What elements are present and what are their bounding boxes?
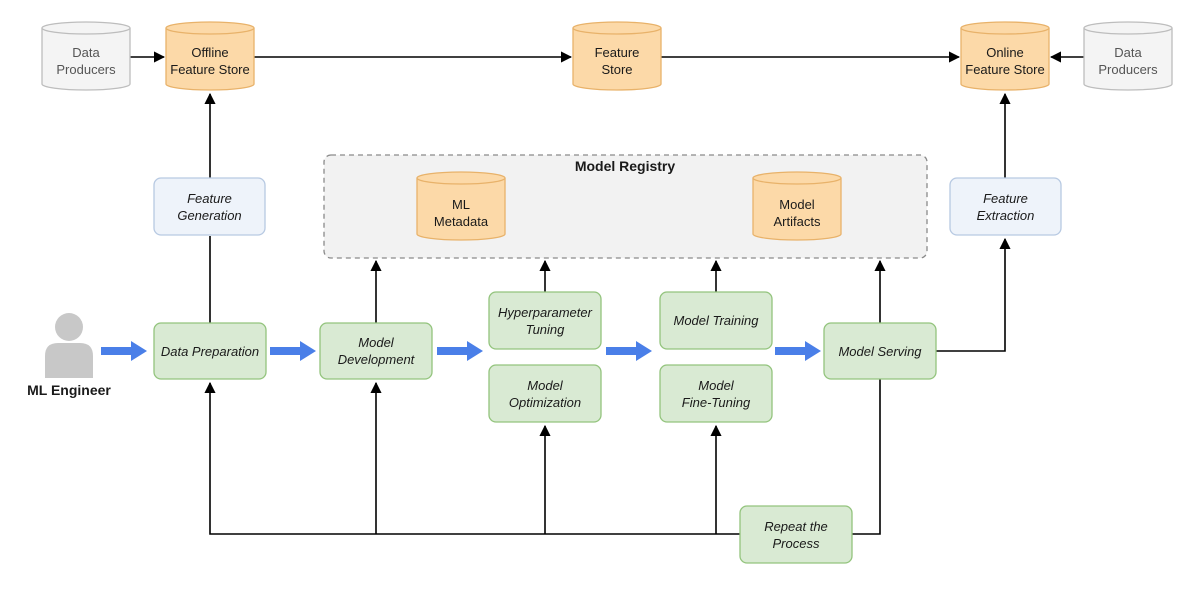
model-artifacts-cylinder (752, 171, 842, 241)
data-producers-left-label: Data Producers (56, 45, 116, 77)
data-producers-right-cylinder (1083, 21, 1173, 91)
feature-extraction-box (949, 177, 1062, 236)
flow-arrow-engineer-to-prep (101, 341, 147, 361)
repeat-process-box (739, 505, 853, 564)
offline-feature-store-cylinder (165, 21, 255, 91)
data-producers-left-cylinder (41, 21, 131, 91)
flow-arrow-training-to-serving (775, 341, 821, 361)
flow-arrow-tuning-to-training (606, 341, 652, 361)
ml-metadata-cylinder (416, 171, 506, 241)
model-development-label: Model Development (337, 335, 415, 367)
ml-metadata-label: ML Metadata (433, 197, 489, 229)
model-development-box (319, 322, 433, 380)
model-optimization-box (488, 364, 602, 423)
data-producers-right-label: Data Producers (1098, 45, 1158, 77)
model-fine-tuning-label: Model Fine-Tuning (681, 377, 751, 410)
online-feature-store-cylinder (960, 21, 1050, 91)
hyperparameter-tuning-label: Hyperparameter Tuning (498, 304, 592, 337)
model-fine-tuning-box (659, 364, 773, 423)
flow-arrows (101, 341, 821, 361)
serving-to-repeat-line (852, 379, 881, 535)
feature-store-label: Feature Store (594, 45, 640, 77)
model-serving-box (823, 322, 937, 380)
online-feature-store-label: Online Feature Store (965, 45, 1045, 77)
shapes (41, 21, 1173, 564)
offline-feature-store-label: Offline Feature Store (170, 45, 250, 77)
flow-arrow-prep-to-development (270, 341, 316, 361)
repeat-to-data-prep-arrow (204, 381, 740, 535)
model-serving-label: Model Serving (838, 343, 922, 359)
model-optimization-label: Model Optimization (508, 377, 582, 410)
flow-arrow-development-to-tuning (437, 341, 483, 361)
data-preparation-box (153, 322, 267, 380)
feature-generation-label: Feature Generation (177, 190, 242, 223)
model-artifacts-label: Model Artifacts (773, 197, 821, 229)
person-icon (45, 313, 93, 378)
feature-store-cylinder (572, 21, 662, 91)
feature-extraction-label: Feature Extraction (976, 190, 1035, 223)
model-training-label: Model Training (673, 313, 759, 328)
model-registry-title: Model Registry (574, 157, 676, 174)
ml-engineer-label: ML Engineer (27, 381, 111, 398)
model-training-box (659, 291, 773, 350)
serving-to-feature-extraction-arrow (936, 237, 1011, 352)
hyperparameter-tuning-box (488, 291, 602, 350)
connectors (130, 51, 1084, 535)
repeat-process-label: Repeat the Process (764, 518, 828, 551)
data-preparation-label: Data Preparation (160, 343, 260, 359)
feature-generation-box (153, 177, 266, 236)
